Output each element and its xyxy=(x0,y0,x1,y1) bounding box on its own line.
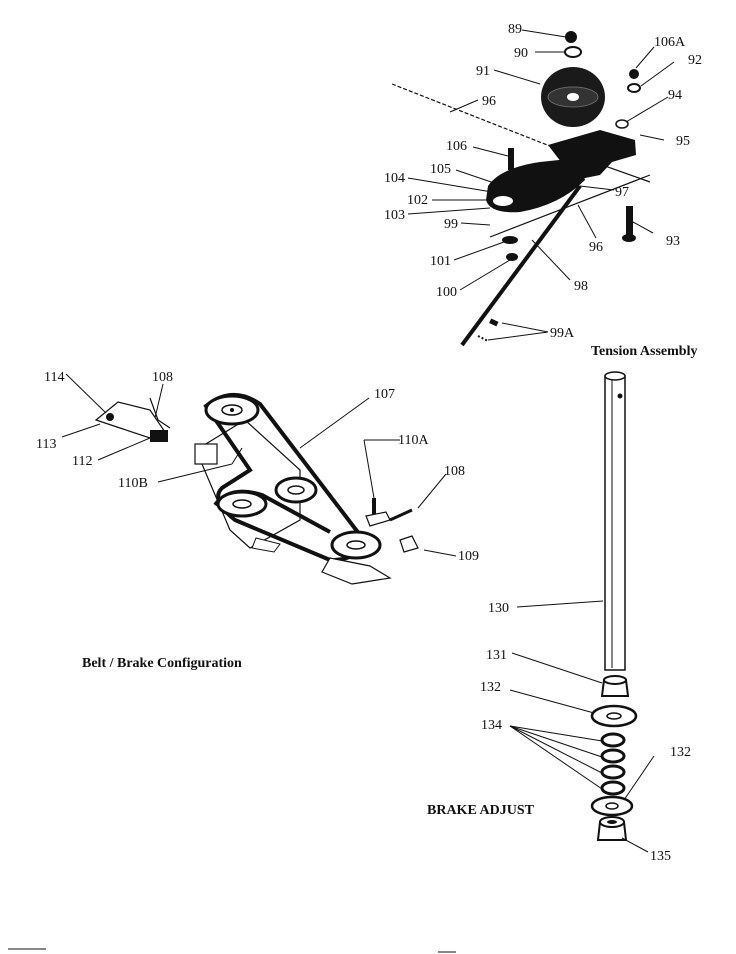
callout-102: 102 xyxy=(407,193,428,208)
idler-arm-icon xyxy=(486,158,585,213)
callout-99: 99 xyxy=(444,217,458,232)
clip-109-icon xyxy=(399,535,419,553)
callout-130: 130 xyxy=(488,601,509,616)
nut-106a-icon xyxy=(629,69,639,79)
washer-92-icon xyxy=(627,83,641,93)
callout-100: 100 xyxy=(436,285,457,300)
nut-135-icon xyxy=(596,816,628,841)
callout-113: 113 xyxy=(36,437,56,452)
callout-135: 135 xyxy=(650,849,671,864)
callout-93: 93 xyxy=(666,234,680,249)
callout-131: 131 xyxy=(486,648,507,663)
tension-rod-lower xyxy=(460,184,582,347)
spacer-101-icon xyxy=(502,236,518,244)
callout-108-right: 108 xyxy=(444,464,465,479)
callout-103: 103 xyxy=(384,208,405,223)
callout-106: 106 xyxy=(446,139,467,154)
belt-brake-caption: Belt / Brake Configuration xyxy=(82,656,242,671)
callout-107: 107 xyxy=(374,387,395,402)
lower-bracket-icon xyxy=(251,537,281,553)
brake-rod-108-icon xyxy=(149,397,171,429)
spring-94-icon xyxy=(615,119,629,129)
callout-132-upper: 132 xyxy=(480,680,501,695)
bolt-93-icon xyxy=(622,206,636,242)
bushing-100-icon xyxy=(506,253,518,261)
callout-97: 97 xyxy=(615,185,629,200)
callout-110b: 110B xyxy=(118,476,148,491)
tension-rod-upper xyxy=(391,83,561,151)
brake-adjust-caption: BRAKE ADJUST xyxy=(427,803,535,818)
tension-rod-mid xyxy=(489,174,651,238)
pin-99a-icon xyxy=(489,318,499,327)
base-plate-icon xyxy=(321,557,392,585)
brake-pad-112-icon xyxy=(150,430,168,442)
callout-106a: 106A xyxy=(654,35,686,50)
callout-94: 94 xyxy=(668,88,682,103)
washer-132-lower-icon xyxy=(590,795,634,817)
callout-108-left: 108 xyxy=(152,370,173,385)
shaft-130-icon xyxy=(604,371,626,671)
pulley-upper-icon xyxy=(204,394,260,426)
tension-assembly: 89 90 91 96 106A 92 94 95 106 105 104 10… xyxy=(384,22,702,359)
callout-132-lower: 132 xyxy=(670,745,691,760)
nut-89-icon xyxy=(565,31,577,43)
callout-104: 104 xyxy=(384,171,405,186)
washer-90-icon xyxy=(564,46,582,58)
callout-114: 114 xyxy=(44,370,64,385)
callout-110a: 110A xyxy=(398,433,429,448)
nut-131-icon xyxy=(600,675,630,697)
spring-108-icon xyxy=(389,508,413,522)
callout-91: 91 xyxy=(476,64,490,79)
brake-adjust: 130 131 132 134 132 135 BRAKE ADJUST xyxy=(427,371,691,864)
callout-89: 89 xyxy=(508,22,522,37)
tension-assembly-caption: Tension Assembly xyxy=(591,344,697,359)
callout-134: 134 xyxy=(481,718,502,733)
callout-96-upper: 96 xyxy=(482,94,496,109)
pulley-center-icon xyxy=(274,476,318,504)
callout-96-lower: 96 xyxy=(589,240,603,255)
callout-101: 101 xyxy=(430,254,451,269)
callout-105: 105 xyxy=(430,162,451,177)
callout-112: 112 xyxy=(72,454,92,469)
bolt-106-icon xyxy=(508,148,514,170)
callout-95: 95 xyxy=(676,134,690,149)
callout-98: 98 xyxy=(574,279,588,294)
spring-washers-134-icon xyxy=(600,732,626,796)
washer-132-upper-icon xyxy=(590,704,638,728)
pivot-114-icon xyxy=(106,413,114,421)
callout-109: 109 xyxy=(458,549,479,564)
clip-99a-icon xyxy=(477,335,489,342)
callout-99a: 99A xyxy=(550,326,575,341)
bolt-110a-icon xyxy=(365,498,391,527)
callout-90: 90 xyxy=(514,46,528,61)
pulley-left-icon xyxy=(216,490,268,518)
belt-brake-configuration: 114 108 107 113 112 110B 110A 108 109 Be… xyxy=(36,370,479,671)
callout-92: 92 xyxy=(688,53,702,68)
pulley-lower-icon xyxy=(330,530,382,560)
pulley-91-icon xyxy=(541,67,605,127)
bracket-110b-icon xyxy=(194,443,218,465)
